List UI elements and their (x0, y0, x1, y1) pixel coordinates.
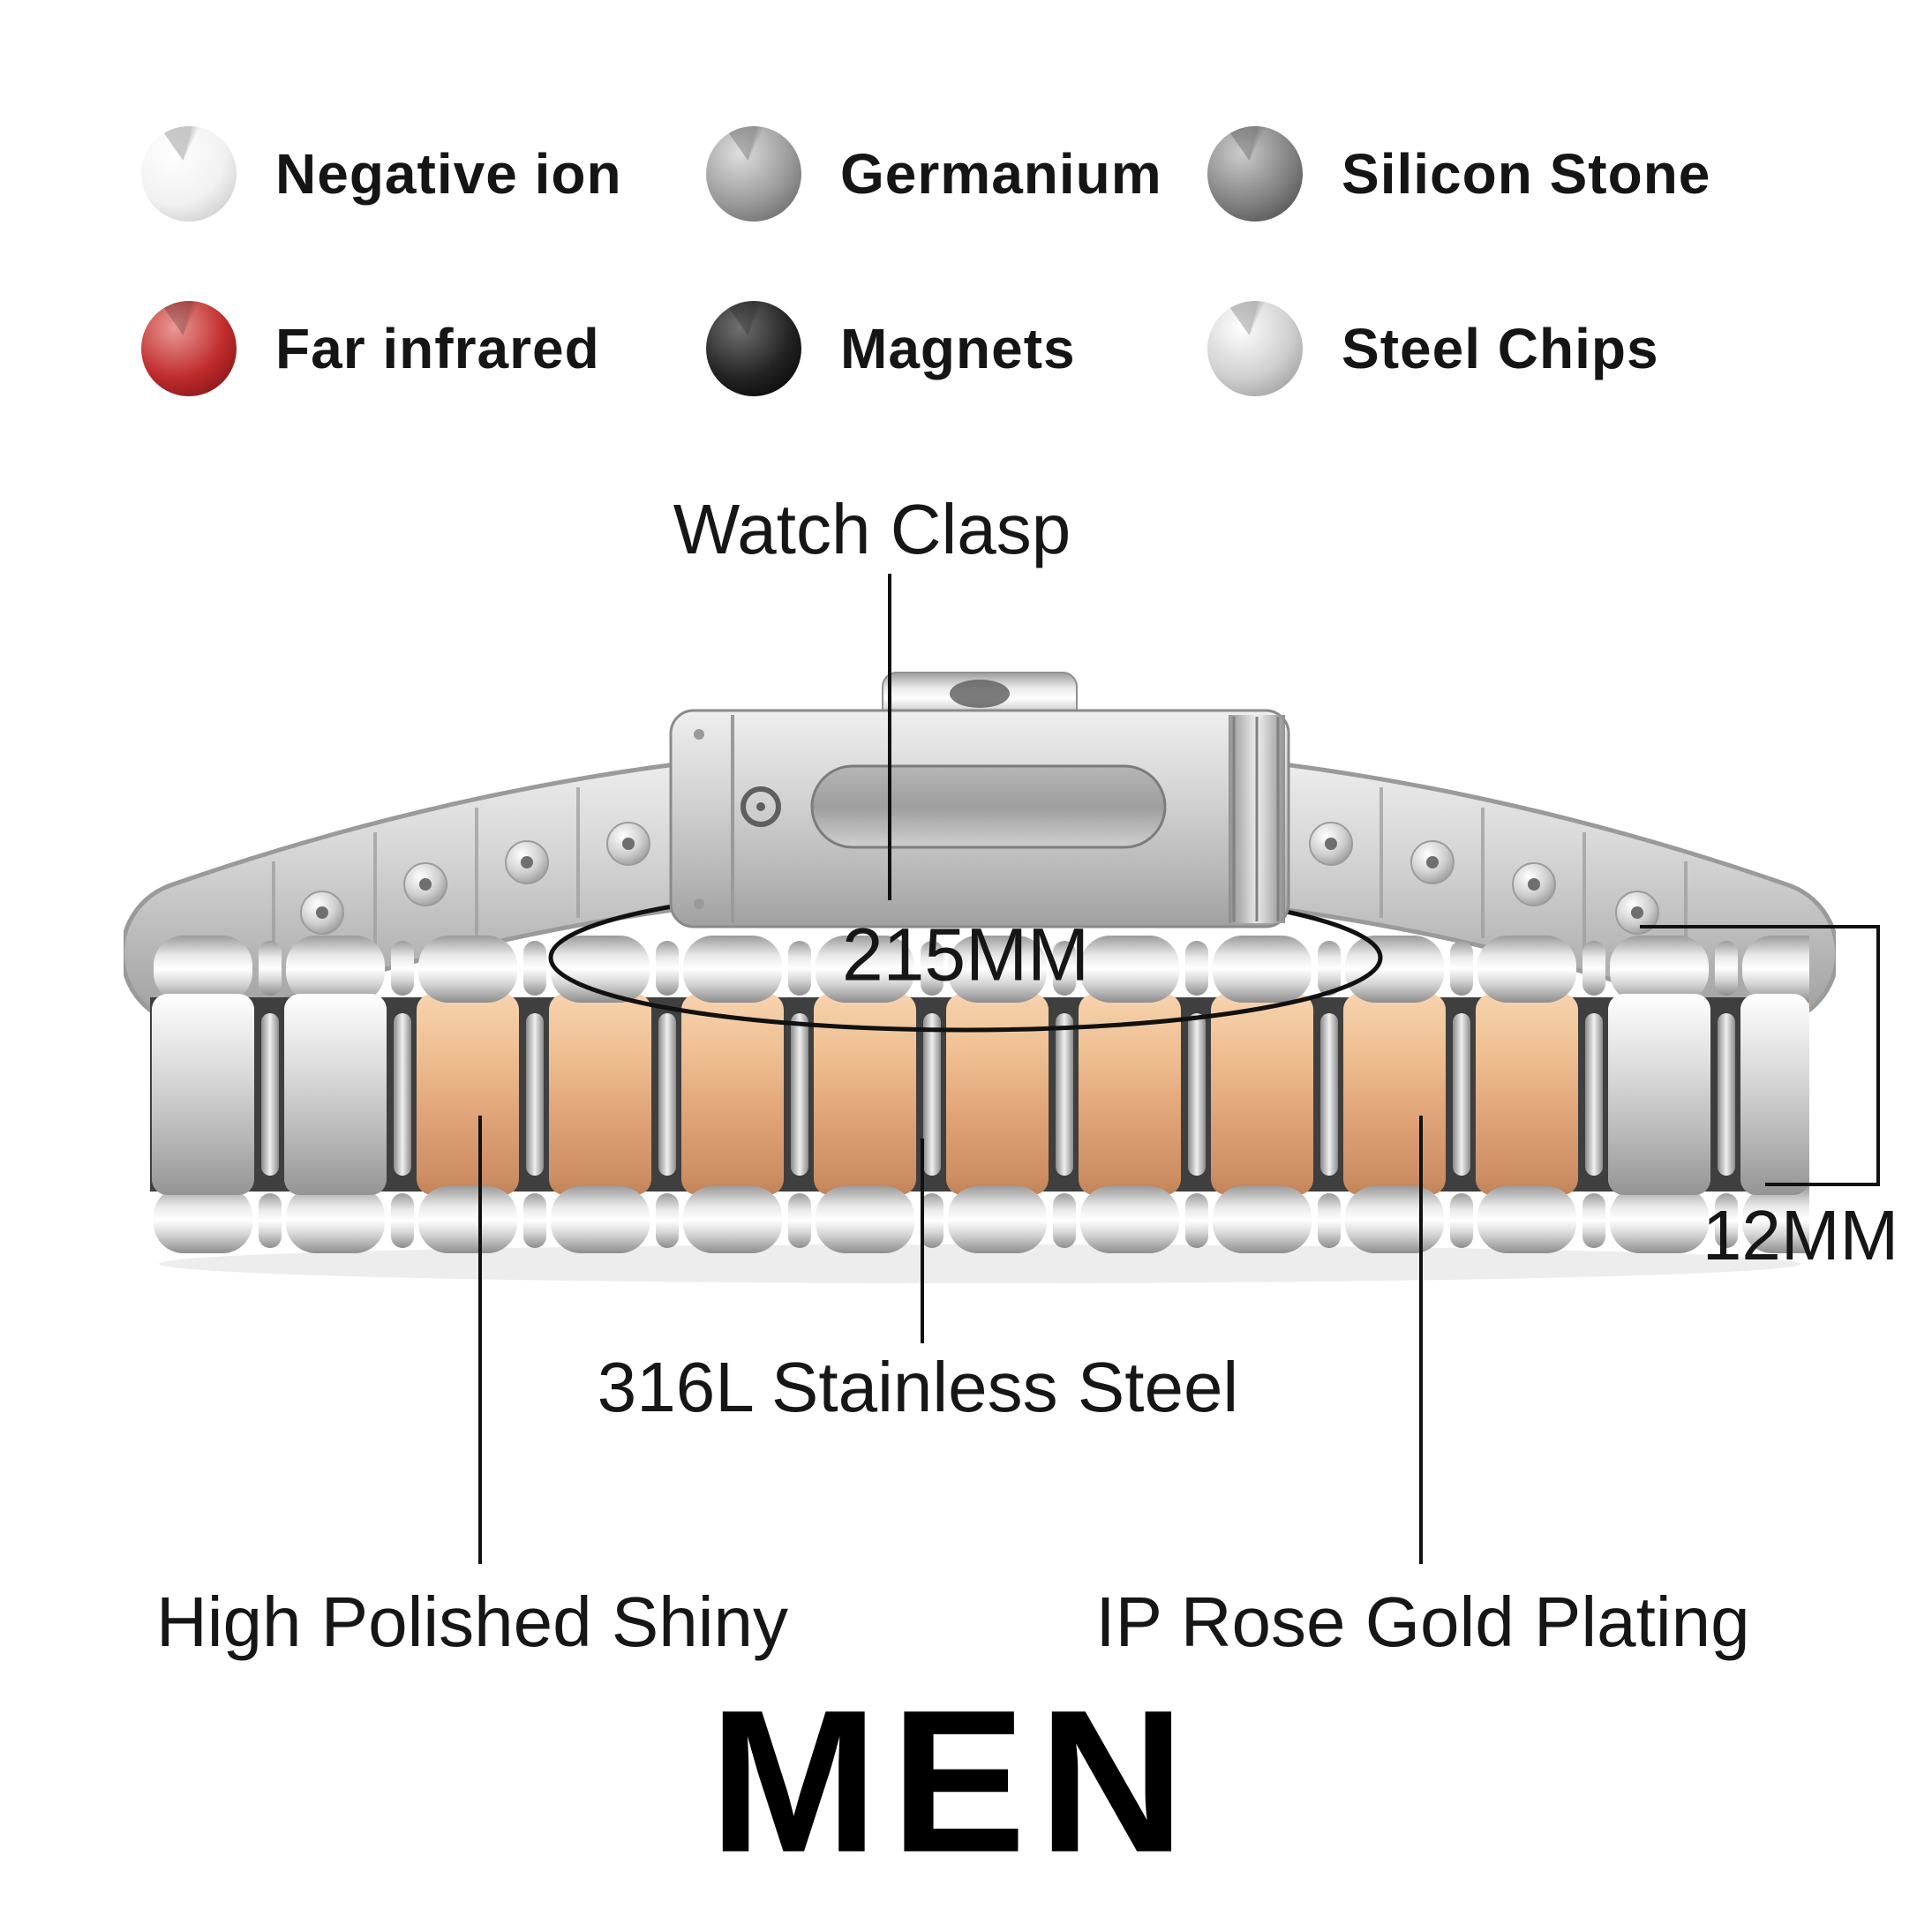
legend-item-steel-chips: Steel Chips (1207, 301, 1659, 396)
silicon-stone-dot-icon (1207, 126, 1303, 222)
legend-item-far-infrared: Far infrared (141, 301, 600, 396)
germanium-dot-icon (706, 126, 801, 222)
plating-label: IP Rose Gold Plating (1095, 1582, 1750, 1661)
bracelet-illustration (120, 653, 1839, 1342)
material-callout-line (921, 1139, 924, 1343)
width-bracket-top-tick (1640, 925, 1880, 928)
legend-item-silicon-stone: Silicon Stone (1207, 126, 1710, 222)
legend-label-far-infrared: Far infrared (275, 317, 600, 380)
magnets-dot-icon (706, 301, 801, 396)
legend-label-silicon-stone: Silicon Stone (1342, 142, 1711, 206)
legend-item-negative-ion: Negative ion (141, 126, 622, 222)
clasp-slot (810, 764, 1167, 849)
negative-ion-dot-icon (141, 126, 237, 222)
bracelet-shadow (159, 1244, 1800, 1283)
legend-label-germanium: Germanium (840, 142, 1162, 206)
material-label: 316L Stainless Steel (597, 1348, 1239, 1426)
watch-clasp-label: Watch Clasp (673, 490, 1071, 568)
silver-end-link (1740, 994, 1809, 1195)
audience-label: MEN (709, 1667, 1198, 1895)
magnet-studs (300, 822, 1659, 935)
length-label: 215MM (841, 913, 1090, 996)
legend-label-negative-ion: Negative ion (275, 142, 622, 206)
plating-callout-line (1419, 1116, 1423, 1564)
width-bracket-bottom-tick (1765, 1183, 1880, 1186)
watch-clasp (669, 672, 1290, 928)
clasp-pin-hole (740, 786, 781, 827)
finish-callout-line (478, 1116, 482, 1564)
far-infrared-dot-icon (141, 301, 237, 396)
width-label: 12MM (1702, 1196, 1899, 1274)
bracelet-svg (120, 672, 1839, 1283)
legend-label-magnets: Magnets (840, 317, 1076, 380)
legend-label-steel-chips: Steel Chips (1342, 317, 1659, 380)
steel-chips-dot-icon (1207, 301, 1303, 396)
legend-item-magnets: Magnets (706, 301, 1076, 396)
finish-label: High Polished Shiny (156, 1582, 788, 1661)
legend-item-germanium: Germanium (706, 126, 1162, 222)
width-bracket-vertical (1876, 925, 1880, 1186)
silver-end-link (284, 994, 387, 1195)
clasp-callout-line (888, 574, 891, 900)
silver-end-link (152, 994, 254, 1195)
bracelet-front-band (150, 936, 1809, 1253)
silver-end-link (1608, 994, 1710, 1195)
